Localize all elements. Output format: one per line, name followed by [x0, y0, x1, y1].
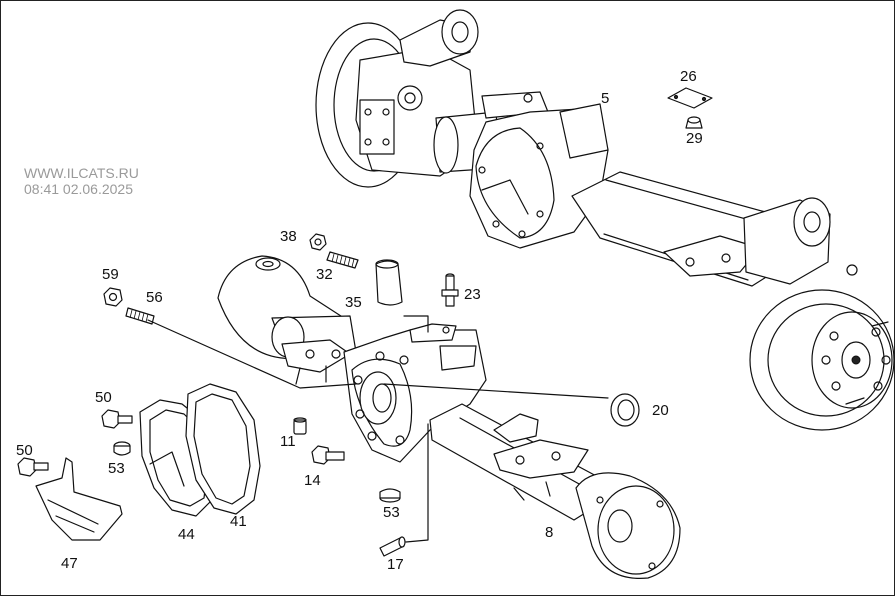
plug-53a-drawing	[113, 441, 131, 456]
part-label-26[interactable]: 26	[680, 68, 697, 85]
bolt-14-drawing	[311, 445, 345, 465]
part-label-35[interactable]: 35	[345, 294, 362, 311]
part-label-20[interactable]: 20	[652, 402, 669, 419]
bump-stop-35-drawing	[375, 259, 403, 306]
part-label-38[interactable]: 38	[280, 228, 297, 245]
bolt-50b-drawing	[17, 457, 49, 477]
gasket-41-drawing	[185, 383, 261, 515]
plug-53b-drawing	[379, 488, 401, 503]
part-label-14[interactable]: 14	[304, 472, 321, 489]
nut-59-drawing	[103, 287, 123, 307]
part-label-44[interactable]: 44	[178, 526, 195, 543]
part-label-53-upper[interactable]: 53	[108, 460, 125, 477]
part-label-50-lower[interactable]: 50	[16, 442, 33, 459]
watermark-timestamp: 08:41 02.06.2025	[24, 181, 133, 197]
part-label-59[interactable]: 59	[102, 266, 119, 283]
seal-20-drawing	[610, 393, 640, 427]
bracket-47-drawing	[35, 457, 123, 541]
pin-11-drawing	[293, 417, 307, 435]
part-label-56[interactable]: 56	[146, 289, 163, 306]
pin-17-drawing	[379, 536, 406, 557]
bolt-23-drawing	[441, 273, 459, 307]
assembled-axle	[315, 9, 895, 431]
part-label-8[interactable]: 8	[545, 524, 554, 541]
part-label-29[interactable]: 29	[686, 130, 703, 147]
bolt-50a-drawing	[101, 409, 133, 429]
part-label-32[interactable]: 32	[316, 266, 333, 283]
part-label-53-lower[interactable]: 53	[383, 504, 400, 521]
part-label-17[interactable]: 17	[387, 556, 404, 573]
part-label-47[interactable]: 47	[61, 555, 78, 572]
watermark-site: WWW.ILCATS.RU	[24, 165, 139, 181]
stud-32-drawing	[326, 251, 359, 269]
part-label-41[interactable]: 41	[230, 513, 247, 530]
part-label-50-upper[interactable]: 50	[95, 389, 112, 406]
axle-housing-exploded	[217, 255, 681, 579]
nut-38-drawing	[309, 233, 327, 251]
nut-29-drawing	[685, 116, 703, 129]
plate-26-drawing	[667, 87, 713, 109]
part-label-11[interactable]: 11	[280, 433, 296, 450]
part-label-5[interactable]: 5	[601, 90, 610, 107]
leader-lines	[147, 315, 609, 543]
stud-56-drawing	[125, 307, 155, 325]
part-label-23[interactable]: 23	[464, 286, 481, 303]
